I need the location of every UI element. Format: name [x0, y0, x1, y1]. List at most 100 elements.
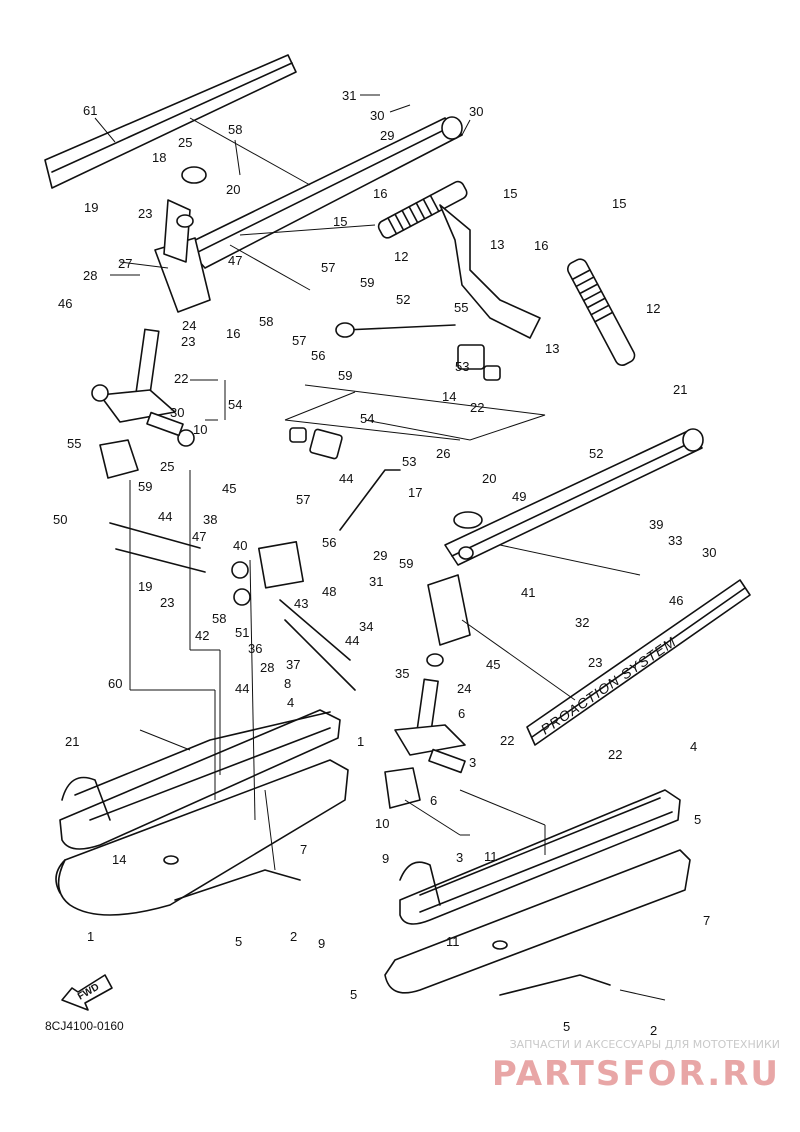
callout-27: 27	[118, 256, 132, 271]
callout-44: 34	[359, 619, 373, 634]
callout-26: 52	[589, 446, 603, 461]
callout-43: 23	[160, 595, 174, 610]
callout-45: 44	[345, 633, 359, 648]
fwd-arrow-icon: FWD	[61, 974, 113, 1011]
callout-9: 2	[290, 929, 297, 944]
callout-22: 3	[469, 755, 476, 770]
callout-12: 12	[646, 301, 660, 316]
callout-16: 16	[373, 186, 387, 201]
callout-36: 51	[235, 625, 249, 640]
callout-58: 58	[259, 314, 273, 329]
callout-45: 59	[138, 479, 152, 494]
callout-13: 13	[490, 237, 504, 252]
left-spindle-assembly	[91, 166, 211, 479]
callout-10: 30	[170, 405, 184, 420]
callout-2: 5	[563, 1019, 570, 1034]
callout-52: 53	[402, 454, 416, 469]
callout-56: 29	[373, 548, 387, 563]
callout-20: 20	[226, 182, 240, 197]
link-outline-box	[284, 384, 546, 441]
callout-1: 9	[382, 851, 389, 866]
callout-7: 11	[446, 934, 460, 949]
right-ski	[384, 789, 691, 996]
callout-47: 59	[399, 556, 413, 571]
right-shock-absorber	[567, 258, 636, 367]
callout-28: 28	[83, 268, 97, 283]
callout-59: 44	[339, 471, 353, 486]
callout-16: 16	[226, 326, 240, 341]
callout-21: 22	[500, 733, 514, 748]
callout-22: 10	[193, 422, 207, 437]
callout-23: 23	[181, 334, 195, 349]
callout-57: 57	[321, 260, 335, 275]
callout-25: 25	[178, 135, 192, 150]
callout-6: 4	[690, 739, 697, 754]
callout-1: 21	[65, 734, 79, 749]
callout-28: 45	[486, 657, 500, 672]
watermark-logo: PARTSFOR.RU	[492, 1054, 780, 1094]
callout-55: 54	[360, 411, 374, 426]
callout-57: 57	[292, 333, 306, 348]
callout-52: 52	[396, 292, 410, 307]
callout-59: 59	[360, 275, 374, 290]
callout-6: 4	[287, 695, 294, 710]
callout-19: 19	[84, 200, 98, 215]
callout-4: 44	[235, 681, 249, 696]
callout-11: 9	[318, 936, 325, 951]
callout-29: 39	[649, 517, 663, 532]
callout-16: 16	[534, 238, 548, 253]
callout-23: 23	[138, 206, 152, 221]
left-ski	[55, 709, 349, 916]
callout-38: 44	[158, 509, 172, 524]
callout-58: 32	[575, 615, 589, 630]
callout-24: 35	[395, 666, 409, 681]
callout-4: 22	[608, 747, 622, 762]
callout-59: 56	[322, 535, 336, 550]
callout-48: 43	[294, 596, 308, 611]
callout-5: 7	[300, 842, 307, 857]
callout-21: 54	[228, 397, 242, 412]
callout-31: 30	[702, 545, 716, 560]
watermark: ЗАПЧАСТИ И АКСЕССУАРЫ ДЛЯ МОТОТЕХНИКИ PA…	[492, 1038, 780, 1094]
callout-44: 50	[53, 512, 67, 527]
callout-40: 47	[192, 529, 206, 544]
callout-7: 14	[112, 852, 126, 867]
callout-19: 46	[669, 593, 683, 608]
callout-14: 10	[375, 816, 389, 831]
drawing-code: 8CJ4100-0160	[45, 1019, 124, 1033]
callout-30: 30	[370, 108, 384, 123]
leader-lines	[94, 94, 666, 1001]
callout-51: 42	[195, 628, 209, 643]
callout-33: 40	[233, 538, 247, 553]
callout-30: 30	[469, 104, 483, 119]
callout-58: 58	[228, 122, 242, 137]
center-link-brackets	[109, 427, 401, 691]
callout-42: 58	[212, 611, 226, 626]
callout-31: 31	[342, 88, 356, 103]
callout-23: 41	[521, 585, 535, 600]
decal-text: PROACTION SYSTEM	[538, 633, 679, 737]
callout-34: 36	[248, 641, 262, 656]
right-spindle-assembly	[384, 511, 483, 809]
callout-17: 49	[512, 489, 526, 504]
callout-41: 19	[138, 579, 152, 594]
tie-rod-upper	[335, 322, 501, 381]
decal-strip-60: PROACTION SYSTEM	[526, 579, 751, 746]
callout-20: 26	[436, 446, 450, 461]
callout-3: 5	[694, 812, 701, 827]
callout-labels: 31 30 30 29 61 25 58 18 20 19 16 15 23 1…	[53, 88, 716, 1038]
callout-30: 33	[668, 533, 682, 548]
callout-10: 6	[430, 793, 437, 808]
callout-14: 55	[67, 436, 81, 451]
callout-39: 38	[203, 512, 217, 527]
callout-54: 22	[470, 400, 484, 415]
callout-60: 23	[588, 655, 602, 670]
callout-55: 55	[454, 300, 468, 315]
callout-5: 5	[350, 987, 357, 1002]
callout-25: 20	[482, 471, 496, 486]
callout-53: 53	[455, 359, 469, 374]
callout-13: 13	[545, 341, 559, 356]
callout-35: 37	[286, 657, 300, 672]
callout-56: 56	[311, 348, 325, 363]
decal-strip-61	[44, 54, 297, 189]
